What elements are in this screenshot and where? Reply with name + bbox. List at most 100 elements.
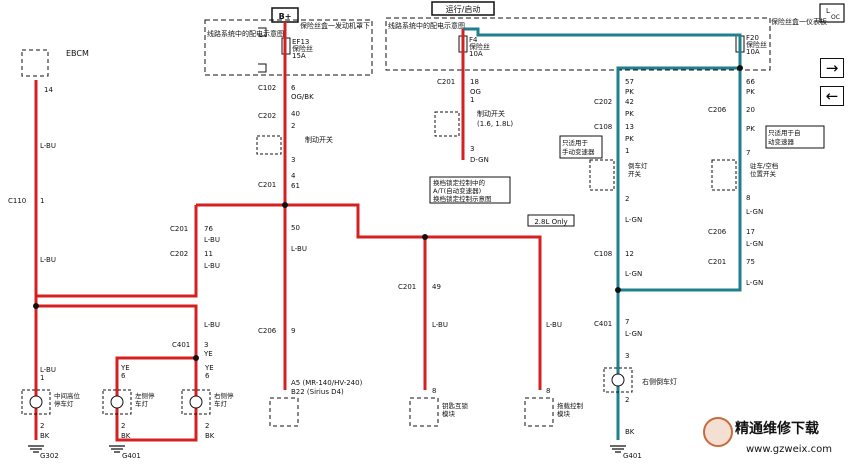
underhood-fuse-box [204, 19, 373, 76]
wire-label-lgn-right-2: L-GN [746, 240, 763, 248]
trailer-module-2: 模块 [557, 409, 571, 418]
c401-left-label: C401 [172, 341, 190, 349]
wire-label-lbu-c202: L-BU [204, 262, 220, 270]
f20-amp: 10A [746, 48, 760, 56]
wire-label-og: OG [470, 88, 481, 96]
c201-top-pin: 61 [291, 182, 300, 190]
park-switch-pin8: 8 [746, 194, 750, 202]
c202-teal-pin: 42 [625, 98, 634, 106]
run-start-box [431, 1, 495, 16]
c110-label: C110 [8, 197, 26, 205]
loc-oc-text: OC [831, 14, 840, 21]
back-arrow-button[interactable]: ← [820, 86, 844, 106]
ebcm-pin: 14 [44, 86, 53, 94]
auto-only-note [765, 125, 825, 149]
right-stop-pin2: 2 [205, 422, 209, 430]
reverse-switch-label-2: 开关 [628, 169, 642, 178]
brake-variant-label: 制动开关 [477, 109, 505, 118]
instrument-fuse-box [385, 17, 771, 71]
c201-keylock-label: C201 [398, 283, 416, 291]
wire-label-lgn-2: L-GN [625, 270, 642, 278]
wire-label-pk-right-1: PK [746, 88, 755, 96]
wire-label-bk-1: BK [40, 432, 50, 440]
center-stop-lamp-1: 中间高位 [54, 391, 81, 400]
brake-switch-label: 制动开关 [305, 135, 333, 144]
reverse-lamp-pin3: 3 [625, 352, 629, 360]
ef13-amp: 15A [292, 52, 306, 60]
brake-variant-pin1: 1 [470, 96, 474, 104]
run-start-label: 运行/启动 [446, 4, 481, 14]
trailer-module-1: 拖载控制 [557, 401, 584, 410]
left-stop-lamp-2: 车灯 [135, 399, 149, 408]
left-fuse-note: 线路系统中的配电示意图 [207, 29, 284, 38]
loc-icon [819, 3, 845, 23]
right-stop-lamp-2: 车灯 [214, 399, 228, 408]
brake-variant-note: (1.6, 1.8L) [477, 120, 513, 128]
left-stop-ye: YE [120, 364, 130, 372]
watermark-logo [703, 417, 733, 447]
brake-pin-2: 2 [291, 122, 295, 130]
a5-variant: A5 (MR-140/HV-240) [291, 379, 363, 387]
trailer-pin: 8 [546, 387, 550, 395]
center-stop-pin: 1 [40, 374, 44, 382]
c206-right-top-pin: 20 [746, 106, 755, 114]
manual-only-1: 只适用于 [562, 138, 589, 147]
wire-label-pk-2: PK [625, 110, 634, 118]
park-neutral-1: 驻车/空档 [750, 161, 778, 170]
wire-label-lgn-1: L-GN [625, 216, 642, 224]
brake-pin-4: 4 [291, 172, 296, 180]
center-stop-lamp-2: 停车灯 [54, 399, 74, 408]
keylock-pin: 8 [432, 387, 436, 395]
right-fuse-box-label: 保险丝盒一仪表板 [771, 17, 827, 26]
c206-right-top-label: C206 [708, 106, 727, 114]
c206-mid-label: C206 [258, 327, 277, 335]
wire-label-ye: YE [203, 350, 213, 358]
wire-label-lbu-c401: L-BU [204, 321, 220, 329]
switch-symbols [256, 111, 737, 191]
only-2-8l-label: 2.8L Only [534, 218, 567, 226]
f4-amp: 10A [469, 50, 483, 58]
shift-note-3: 换档锁定控制示意图 [433, 194, 492, 203]
mid-fuse-note: 线路系统中的配电示意图 [388, 21, 465, 30]
f4-label: 保险丝 [469, 42, 490, 51]
keylock-module-1: 钥匙互锁 [442, 401, 469, 410]
wire-label-lbu-c201: L-BU [204, 236, 220, 244]
c201-left-label: C201 [170, 225, 188, 233]
park-neutral-2: 位置开关 [750, 169, 777, 178]
auto-only-1: 只适用于自 [768, 128, 801, 137]
c202-top-label: C202 [258, 112, 276, 120]
forward-arrow-button[interactable]: → [820, 58, 844, 78]
c108-bottom-label: C108 [594, 250, 612, 258]
c110-pin: 1 [40, 197, 44, 205]
teal-wire-top [463, 27, 742, 54]
auto-only-2: 动变速器 [768, 137, 795, 146]
ef13-id: EF13 [292, 38, 309, 46]
red-wire-side-stops [36, 304, 198, 442]
teal-pin-57: 57 [625, 78, 634, 86]
c201-f4-pin: 18 [470, 78, 479, 86]
c401-left-pin: 3 [204, 341, 208, 349]
wire-label-lbu-trailer: L-BU [546, 321, 562, 329]
wire-label-bk-3: BK [205, 432, 215, 440]
c102-label: C102 [258, 84, 276, 92]
left-fuse-box-label: 保险丝盒一发动机罩下 [300, 21, 370, 30]
c202-left-pin: 11 [204, 250, 213, 258]
manual-only-note [559, 135, 603, 159]
junction-dots [33, 65, 743, 361]
c201-keylock-pin: 49 [432, 283, 441, 291]
teal-wire-group [463, 27, 742, 440]
red-wire-upper-bus [196, 203, 542, 390]
red-wire-group [34, 22, 542, 442]
left-fuse-bracket-bottom [258, 63, 267, 73]
b22-variant: B22 (Sirius D4) [291, 388, 344, 396]
wire-label-lbu-a5: L-BU [291, 245, 307, 253]
c202-top-pin: 40 [291, 110, 300, 118]
reverse-switch-pin1: 1 [625, 147, 629, 155]
ef13-label: 保险丝 [292, 44, 313, 53]
left-stop-pin2: 2 [121, 422, 125, 430]
reverse-switch-label-1: 倒车灯 [628, 161, 648, 170]
right-reverse-lamp-label: 右侧倒车灯 [642, 377, 677, 386]
f20-id: F20 [746, 34, 759, 42]
ebcm-box [21, 49, 49, 77]
